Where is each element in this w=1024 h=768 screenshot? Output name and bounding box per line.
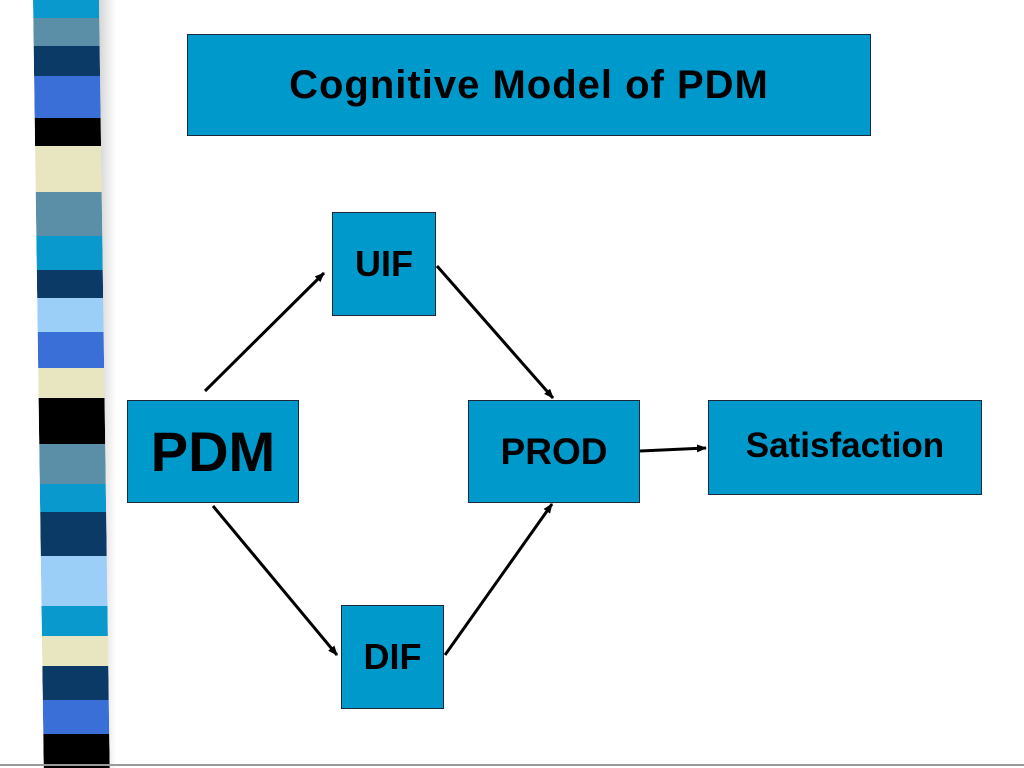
slide-title: Cognitive Model of PDM xyxy=(187,34,871,136)
node-uif: UIF xyxy=(332,212,436,316)
node-dif: DIF xyxy=(341,605,444,709)
node-pdm: PDM xyxy=(127,400,299,503)
arrow-uif-to-prod xyxy=(435,265,555,399)
bottom-border-line xyxy=(0,764,1024,766)
arrow-dif-to-prod xyxy=(443,503,554,656)
arrow-pdm-to-uif xyxy=(203,271,326,393)
arrow-pdm-to-dif xyxy=(211,505,339,656)
arrow-prod-to-satisfaction xyxy=(639,444,707,453)
node-prod: PROD xyxy=(468,400,640,503)
node-satisfaction: Satisfaction xyxy=(708,400,982,495)
